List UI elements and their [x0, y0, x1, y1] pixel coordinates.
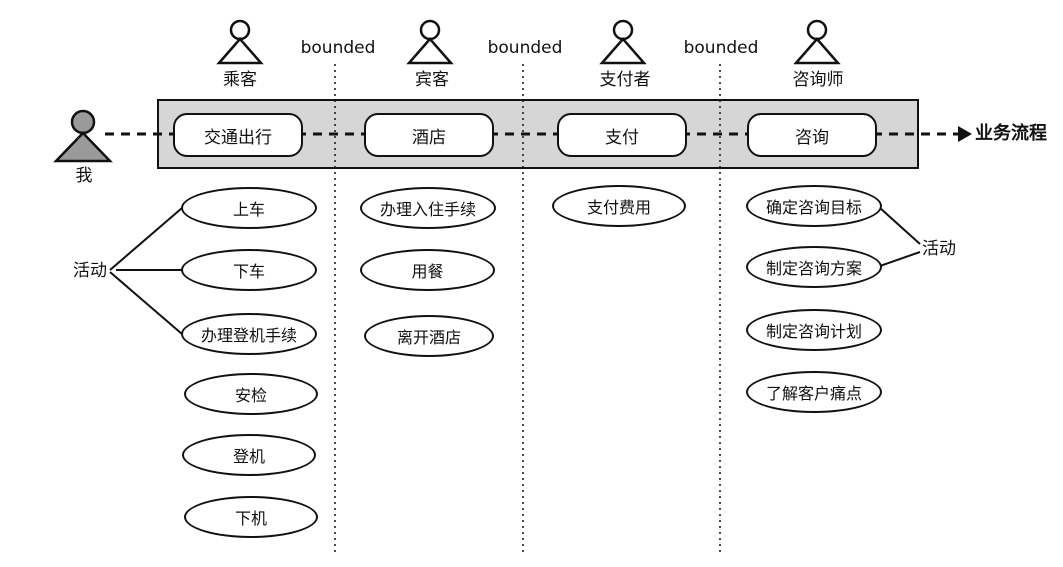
activity-label-left: 活动 — [73, 261, 107, 281]
boundary-label: bounded — [683, 38, 759, 58]
actor-icon-guest — [406, 19, 454, 65]
actor-label-passenger: 乘客 — [223, 70, 257, 90]
activity-ellipse: 用餐 — [360, 249, 495, 291]
activity-ellipse: 制定咨询计划 — [746, 309, 882, 351]
activity-ellipse: 安检 — [184, 373, 318, 415]
activity-ellipse: 下车 — [181, 249, 317, 291]
activity-connector — [109, 271, 183, 335]
domain-box-hotel: 酒店 — [364, 113, 494, 157]
activity-ellipse: 办理登机手续 — [181, 313, 317, 355]
me-label: 我 — [75, 166, 93, 186]
me-actor-icon — [53, 109, 113, 163]
activity-ellipse: 下机 — [184, 496, 318, 538]
actor-icon-payer — [599, 19, 647, 65]
activity-connector — [879, 251, 921, 267]
activity-ellipse: 登机 — [182, 434, 316, 476]
actor-label-guest: 宾客 — [415, 70, 449, 90]
activity-ellipse: 支付费用 — [552, 185, 686, 227]
activity-label-right: 活动 — [922, 239, 956, 259]
activity-connector — [109, 207, 183, 271]
actor-icon-consultant — [793, 19, 841, 65]
actor-label-payer: 支付者 — [599, 70, 651, 90]
actor-label-consultant: 咨询师 — [792, 70, 844, 90]
boundary-label: bounded — [487, 38, 563, 58]
activity-ellipse: 制定咨询方案 — [746, 246, 882, 288]
domain-box-consulting: 咨询 — [747, 113, 877, 157]
activity-ellipse: 办理入住手续 — [360, 187, 496, 229]
domain-box-transport: 交通出行 — [173, 113, 303, 157]
flow-arrowhead — [958, 126, 972, 142]
flow-label: 业务流程 — [975, 123, 1047, 144]
domain-box-payment: 支付 — [557, 113, 687, 157]
activity-ellipse: 上车 — [181, 187, 317, 229]
activity-ellipse: 了解客户痛点 — [746, 371, 882, 413]
activity-ellipse: 确定咨询目标 — [746, 185, 882, 227]
activity-ellipse: 离开酒店 — [364, 315, 494, 357]
boundary-label: bounded — [300, 38, 376, 58]
actor-icon-passenger — [216, 19, 264, 65]
activity-connector — [879, 207, 921, 245]
